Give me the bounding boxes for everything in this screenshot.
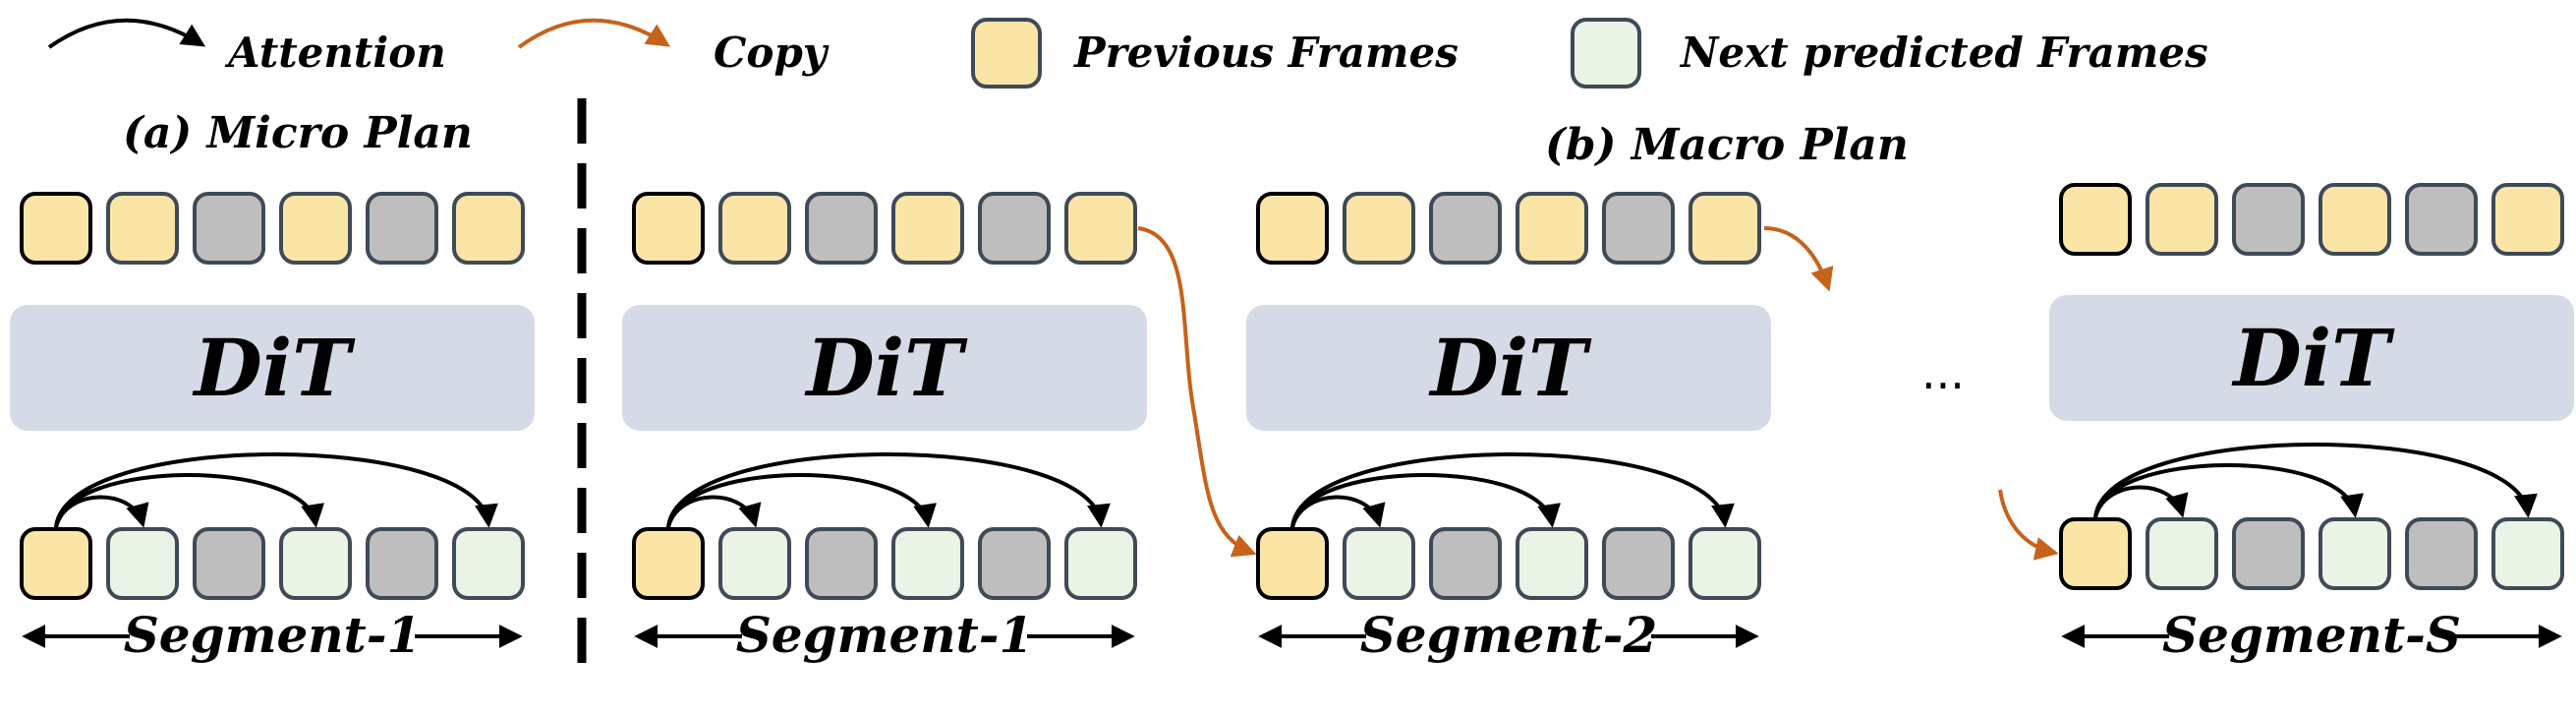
previous-frame <box>1689 192 1761 265</box>
previous-frame <box>1256 192 1329 265</box>
dit-label: DiT <box>1428 322 1592 414</box>
next-predicted-frame <box>2491 517 2564 590</box>
previous-frame <box>1516 192 1588 265</box>
previous-frame <box>1256 527 1329 600</box>
previous-frame <box>452 192 525 265</box>
micro-plan-title: (a) Micro Plan <box>123 108 473 158</box>
dit-block <box>622 305 1147 431</box>
previous-frame <box>2059 183 2132 256</box>
segment-label: Segment-1 <box>124 606 422 664</box>
masked-frame <box>1602 527 1675 600</box>
legend-next-label: Next predicted Frames <box>1679 29 2208 77</box>
previous-frame <box>718 192 791 265</box>
attention-arrow <box>54 473 324 528</box>
attention-arrow <box>2093 443 2538 518</box>
legend: Attention Copy Previous Frames Next pred… <box>47 18 2208 89</box>
next-predicted-frame <box>279 527 352 600</box>
micro-plan-column: DiT Segment-1 <box>10 192 535 664</box>
next-predicted-frame <box>1516 527 1588 600</box>
previous-frame <box>632 192 705 265</box>
masked-frame <box>2232 517 2305 590</box>
ellipsis: ... <box>1921 346 1965 399</box>
attention-arrow <box>1290 452 1735 528</box>
masked-frame <box>2232 183 2305 256</box>
dit-block <box>1246 305 1771 431</box>
dit-label: DiT <box>2231 312 2395 404</box>
previous-frame <box>891 192 964 265</box>
next-predicted-frame <box>2146 517 2218 590</box>
next-predicted-frame <box>452 527 525 600</box>
copy-arrow <box>1998 489 2059 561</box>
attention-arrow <box>54 452 498 528</box>
next-predicted-frame <box>718 527 791 600</box>
attention-arrow <box>1290 473 1561 528</box>
previous-frame <box>2146 183 2218 256</box>
macro-plan-segment-2-column: DiT Segment-2 <box>1246 192 1771 664</box>
macro-plan-segment-1-column: DiT Segment-1 <box>622 192 1147 664</box>
previous-frame <box>632 527 705 600</box>
legend-previous-swatch <box>971 18 1042 89</box>
masked-frame <box>1429 192 1502 265</box>
previous-frame <box>2318 183 2391 256</box>
copy-arrows <box>1137 226 2059 561</box>
next-predicted-frame <box>1343 527 1415 600</box>
masked-frame <box>805 192 878 265</box>
attention-arrow <box>666 452 1111 528</box>
next-predicted-frame <box>1689 527 1761 600</box>
macro-plan-title: (b) Macro Plan <box>1545 120 1909 170</box>
masked-frame <box>193 527 265 600</box>
previous-frame <box>2491 183 2564 256</box>
copy-arrow <box>1137 226 1257 558</box>
masked-frame <box>978 527 1051 600</box>
masked-frame <box>1429 527 1502 600</box>
segment-label: Segment-1 <box>736 606 1034 664</box>
dit-block <box>2049 295 2574 421</box>
previous-frame <box>1343 192 1415 265</box>
masked-frame <box>1602 192 1675 265</box>
next-predicted-frame <box>891 527 964 600</box>
attention-arrow <box>2093 463 2364 518</box>
attention-arrow <box>666 473 937 528</box>
masked-frame <box>2405 517 2478 590</box>
attention-legend-arrow <box>47 18 206 49</box>
previous-frame <box>2059 517 2132 590</box>
next-predicted-frame <box>2318 517 2391 590</box>
copy-legend-arrow <box>517 18 671 49</box>
masked-frame <box>193 192 265 265</box>
dit-label: DiT <box>192 322 356 414</box>
masked-frame <box>978 192 1051 265</box>
masked-frame <box>366 527 438 600</box>
dit-label: DiT <box>804 322 968 414</box>
previous-frame <box>279 192 352 265</box>
masked-frame <box>805 527 878 600</box>
masked-frame <box>2405 183 2478 256</box>
previous-frame <box>20 192 92 265</box>
legend-copy-label: Copy <box>714 29 830 77</box>
next-predicted-frame <box>106 527 179 600</box>
segment-label: Segment-2 <box>1360 606 1658 664</box>
previous-frame <box>106 192 179 265</box>
legend-next-swatch <box>1571 18 1641 89</box>
next-predicted-frame <box>1064 527 1137 600</box>
previous-frame <box>20 527 92 600</box>
macro-plan-segment-s-column: DiT Segment-S <box>2049 183 2574 664</box>
masked-frame <box>366 192 438 265</box>
legend-attention-label: Attention <box>224 29 446 77</box>
copy-arrow <box>1763 226 1834 292</box>
segment-label: Segment-S <box>2162 606 2461 664</box>
previous-frame <box>1064 192 1137 265</box>
dit-block <box>10 305 535 431</box>
legend-previous-label: Previous Frames <box>1073 29 1459 77</box>
